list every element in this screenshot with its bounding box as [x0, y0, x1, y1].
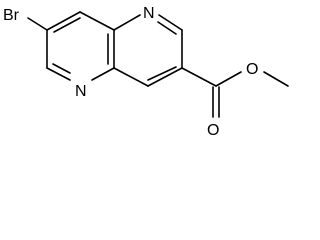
atom-labels: Br N N O O [3, 5, 258, 138]
bond-c8a-n1 [113, 14, 141, 31]
bond-c3-ccarbonyl [181, 67, 217, 87]
nitrogen-atom-label-top: N [143, 5, 155, 22]
bond-br-c7 [27, 17, 48, 31]
bond-ccarbonyl-oether [215, 71, 242, 87]
bond-n1-c2-inner [157, 21, 177, 35]
oxygen-carbonyl-atom-label: O [207, 122, 219, 138]
bond-c7-c8-inner [53, 17, 81, 33]
bond-c7-c8 [46, 11, 81, 31]
bond-lines [27, 11, 289, 118]
bond-oether-methyl [263, 71, 289, 87]
nitrogen-atom-label-bottom: N [75, 83, 87, 100]
bromine-atom-label: Br [3, 7, 20, 24]
bond-n1-c2 [158, 14, 183, 31]
chemical-structure: Br N N O O [3, 5, 289, 138]
bond-c3-c4-inner [147, 66, 177, 81]
bond-n5-c6 [46, 67, 71, 81]
bond-c4a-n5 [91, 67, 115, 81]
bond-c4-c4a [113, 67, 149, 87]
bond-c3-c4 [147, 67, 183, 87]
bond-c8-c8a [79, 11, 115, 31]
bond-n5-c6-inner [52, 63, 71, 74]
oxygen-ether-atom-label: O [246, 61, 258, 78]
